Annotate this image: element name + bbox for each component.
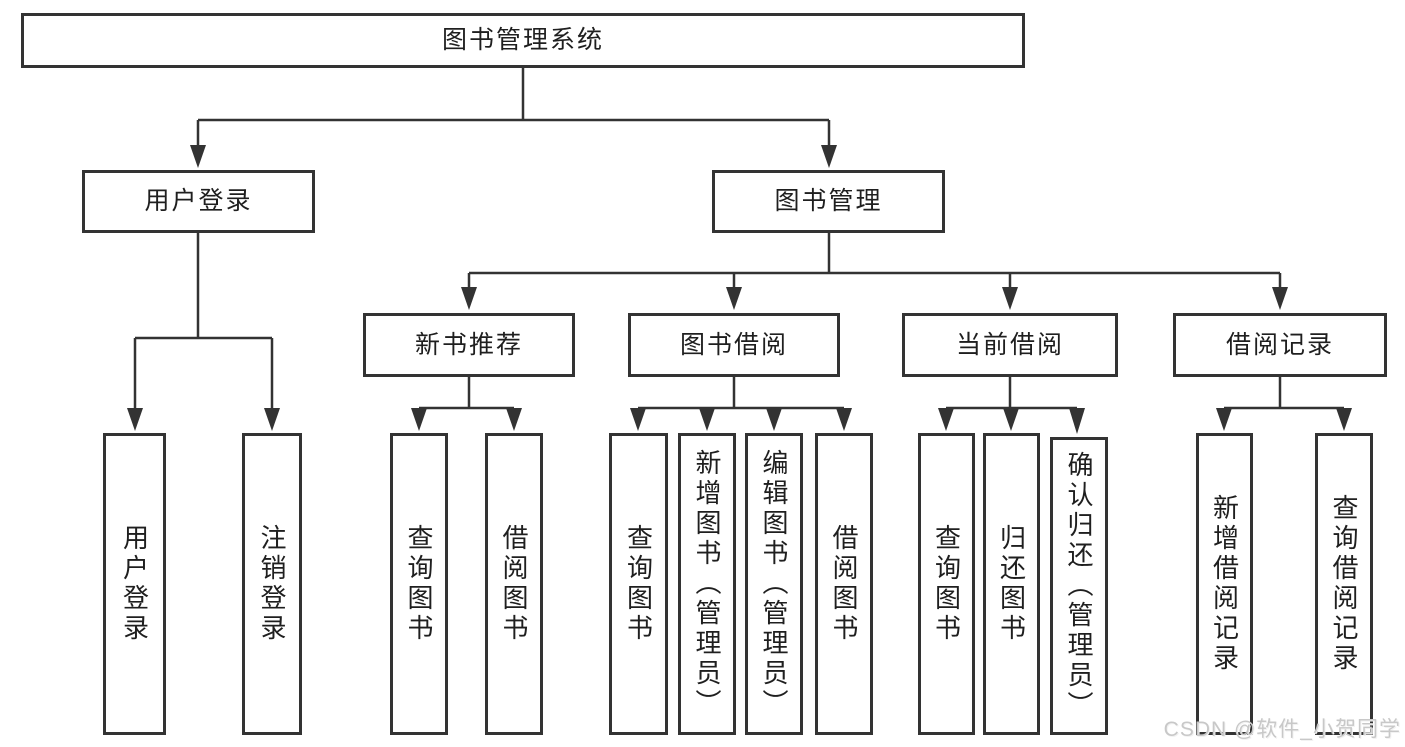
leaf-query-books-recommend-label: 查询图书 (404, 524, 434, 644)
leaf-query-books-borrow: 查询图书 (609, 433, 668, 735)
leaf-edit-books-admin: 编辑图书（管理员） (745, 433, 803, 735)
node-borrow-records-label: 借阅记录 (1225, 330, 1334, 359)
node-book-management: 图书管理 (712, 170, 945, 233)
leaf-return-books: 归还图书 (983, 433, 1040, 735)
node-user-login: 用户登录 (82, 170, 315, 233)
leaf-add-books-admin-label: 新增图书（管理员） (692, 449, 722, 719)
node-borrow-records: 借阅记录 (1173, 313, 1387, 377)
leaf-borrow-books-recommend: 借阅图书 (485, 433, 543, 735)
node-current-borrow-label: 当前借阅 (955, 330, 1064, 359)
leaf-query-books-current: 查询图书 (918, 433, 975, 735)
leaf-edit-books-admin-label: 编辑图书（管理员） (759, 449, 789, 719)
leaf-borrow-books-recommend-label: 借阅图书 (499, 524, 529, 644)
node-book-borrow-label: 图书借阅 (679, 330, 788, 359)
leaf-add-borrow-record: 新增借阅记录 (1196, 433, 1253, 735)
leaf-borrow-books-label: 借阅图书 (829, 524, 859, 644)
leaf-query-borrow-record-label: 查询借阅记录 (1329, 494, 1359, 674)
leaf-query-borrow-record: 查询借阅记录 (1315, 433, 1373, 735)
node-new-book-recommend: 新书推荐 (363, 313, 575, 377)
leaf-query-books-borrow-label: 查询图书 (623, 524, 654, 644)
node-root: 图书管理系统 (21, 13, 1025, 68)
node-book-management-label: 图书管理 (774, 187, 883, 215)
node-user-login-label: 用户登录 (144, 187, 253, 215)
leaf-query-books-recommend: 查询图书 (390, 433, 448, 735)
leaf-user-login: 用户登录 (103, 433, 166, 735)
node-new-book-recommend-label: 新书推荐 (414, 330, 523, 359)
leaf-borrow-books: 借阅图书 (815, 433, 873, 735)
leaf-logout-label: 注销登录 (257, 524, 287, 644)
leaf-add-borrow-record-label: 新增借阅记录 (1209, 494, 1240, 674)
node-root-label: 图书管理系统 (441, 26, 604, 54)
leaf-add-books-admin: 新增图书（管理员） (678, 433, 736, 735)
node-book-borrow: 图书借阅 (628, 313, 840, 377)
leaf-user-login-label: 用户登录 (119, 524, 150, 644)
leaf-confirm-return-admin: 确认归还（管理员） (1050, 437, 1108, 735)
watermark: CSDN @软件_小贺同学 (1163, 718, 1401, 741)
node-current-borrow: 当前借阅 (902, 313, 1118, 377)
leaf-query-books-current-label: 查询图书 (931, 524, 962, 644)
leaf-return-books-label: 归还图书 (996, 524, 1027, 644)
leaf-logout: 注销登录 (242, 433, 302, 735)
leaf-confirm-return-admin-label: 确认归还（管理员） (1064, 451, 1094, 721)
